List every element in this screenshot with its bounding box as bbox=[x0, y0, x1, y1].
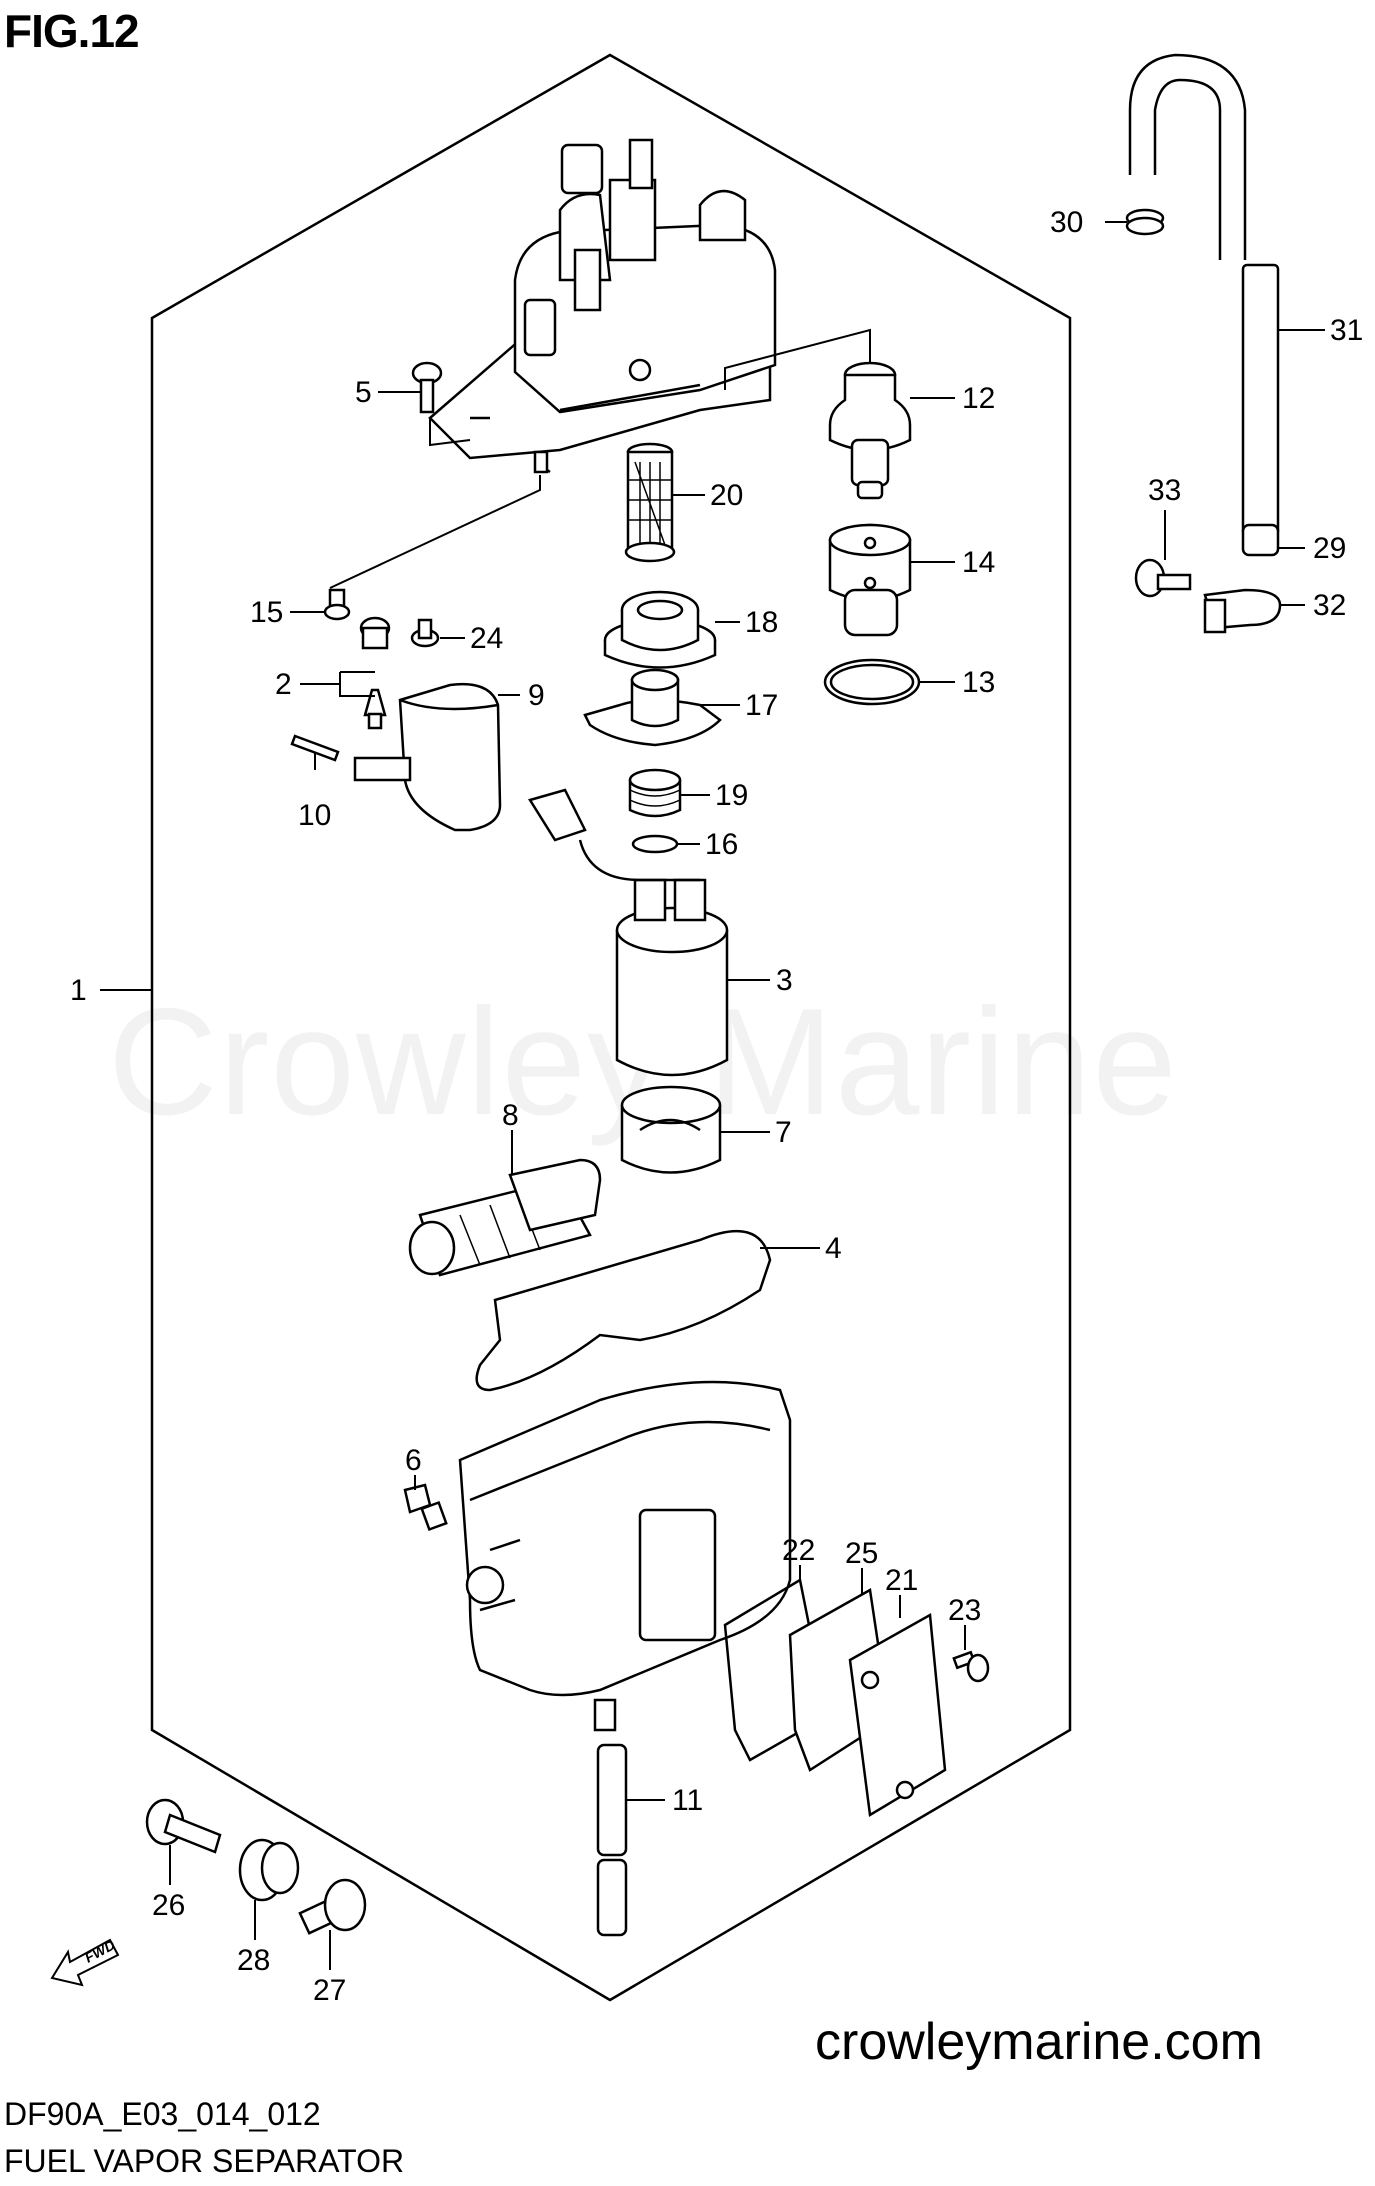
part-label: 22 bbox=[782, 1534, 815, 1567]
part-2-valve bbox=[359, 616, 391, 730]
part-28-grommet bbox=[238, 1838, 300, 1902]
part-16-o-ring bbox=[631, 834, 679, 854]
part-18-seat bbox=[603, 590, 717, 669]
website-label: crowleymarine.com bbox=[815, 2013, 1263, 2071]
fwd-arrow-icon: FWD bbox=[50, 1937, 120, 1987]
part-21-cover bbox=[848, 1612, 947, 1818]
part-23-screw bbox=[952, 1650, 990, 1683]
part-label: 23 bbox=[948, 1594, 981, 1627]
part-20-filter bbox=[624, 442, 676, 563]
callout-leaders bbox=[100, 221, 1325, 1970]
part-label: 6 bbox=[405, 1444, 422, 1477]
part-5-screw bbox=[411, 361, 443, 414]
part-label: 31 bbox=[1330, 314, 1363, 347]
part-label: 16 bbox=[705, 828, 738, 861]
part-label: 19 bbox=[715, 779, 748, 812]
part-6-bolt bbox=[403, 1483, 448, 1532]
part-label: 32 bbox=[1313, 589, 1346, 622]
part-26-bolt bbox=[145, 1798, 222, 1854]
part-label: 14 bbox=[962, 546, 995, 579]
part-15-screw bbox=[323, 588, 351, 621]
part-label: 18 bbox=[745, 606, 778, 639]
part-label: 21 bbox=[885, 1564, 918, 1597]
part-10-pin bbox=[290, 734, 340, 762]
part-label: 28 bbox=[237, 1944, 270, 1977]
part-32-clamp bbox=[1203, 588, 1282, 634]
part-label: 30 bbox=[1050, 206, 1083, 239]
part-27-collar bbox=[298, 1878, 367, 1935]
part-30-clip bbox=[1125, 208, 1165, 236]
assembly-outline bbox=[150, 53, 1072, 2002]
part-label: 24 bbox=[470, 622, 503, 655]
part-17-bracket bbox=[583, 668, 722, 747]
part-label: 11 bbox=[672, 1784, 703, 1817]
part-label: 3 bbox=[776, 964, 793, 997]
part-24-screw bbox=[410, 618, 440, 648]
part-label: 20 bbox=[710, 479, 743, 512]
top-cover-assembly bbox=[428, 138, 777, 474]
part-label: 13 bbox=[962, 666, 995, 699]
part-19-grommet bbox=[628, 768, 682, 818]
diagram-code: DF90A_E03_014_012 bbox=[4, 2096, 321, 2132]
part-8-filter bbox=[408, 1158, 602, 1277]
part-label: 26 bbox=[152, 1889, 185, 1922]
part-label: 27 bbox=[313, 1974, 346, 2007]
part-9-cover bbox=[353, 682, 502, 832]
assembly-leaders bbox=[329, 328, 871, 589]
part-12-regulator bbox=[828, 361, 912, 500]
part-label: 5 bbox=[355, 376, 372, 409]
part-label: 25 bbox=[845, 1537, 878, 1570]
part-13-o-ring bbox=[823, 658, 921, 706]
part-label: 15 bbox=[250, 596, 283, 629]
main-body-chamber bbox=[458, 1380, 792, 1732]
part-label: 2 bbox=[275, 668, 292, 701]
part-33-bolt bbox=[1134, 558, 1192, 598]
part-label: 33 bbox=[1148, 474, 1181, 507]
figure-label: FIG.12 bbox=[4, 5, 140, 57]
part-label: 1 bbox=[70, 974, 87, 1007]
part-label: 4 bbox=[825, 1232, 842, 1265]
part-7-damper bbox=[620, 1085, 722, 1174]
part-4-gasket bbox=[475, 1229, 772, 1392]
part-label: 8 bbox=[502, 1099, 519, 1132]
part-11-hose bbox=[596, 1743, 628, 1937]
part-14-housing bbox=[828, 523, 912, 637]
part-label: 12 bbox=[962, 382, 995, 415]
part-label: 7 bbox=[775, 1116, 792, 1149]
part-3-fuel-pump bbox=[528, 788, 729, 1077]
part-label: 29 bbox=[1313, 532, 1346, 565]
part-label: 17 bbox=[745, 689, 778, 722]
diagram-title: FUEL VAPOR SEPARATOR bbox=[4, 2143, 405, 2179]
part-31-hose bbox=[1128, 53, 1280, 557]
part-label: 9 bbox=[528, 679, 545, 712]
part-labels: 1 2 3 4 5 6 7 8 9 10 11 12 13 14 15 16 1… bbox=[70, 206, 1363, 2007]
part-label: 10 bbox=[298, 799, 331, 832]
